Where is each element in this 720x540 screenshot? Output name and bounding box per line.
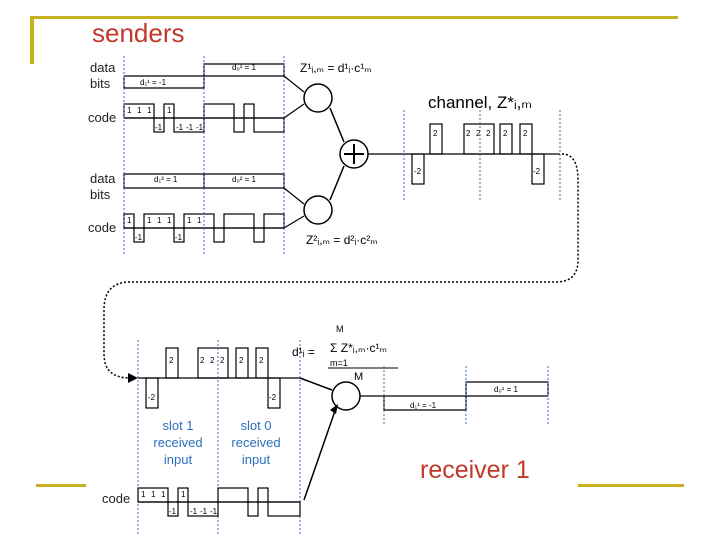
sender1-bit-high: d₀¹ = 1: [232, 63, 257, 72]
ch-top-0: 2: [433, 129, 438, 138]
senders-title: senders: [92, 18, 185, 48]
sender1-equation: Z¹ᵢ,ₘ = d¹ᵢ·c¹ₘ: [300, 61, 372, 75]
channel-slot-dividers: [403, 110, 561, 200]
rx-bot-1: -2: [269, 393, 277, 402]
slot0-label: slot 0 received input: [231, 418, 280, 467]
label-code-r: code: [102, 491, 130, 506]
sender2-bit-a: d₁² = 1: [154, 175, 178, 184]
s1-code-1: 1: [137, 106, 142, 115]
receiver-code-waveform: [137, 487, 301, 517]
slot1-line-2: input: [164, 452, 193, 467]
receiver-title: receiver 1: [420, 456, 530, 484]
receiver-output-waveform: [380, 381, 549, 411]
rx-top-3: 2: [220, 356, 225, 365]
label-bits-1: bits: [90, 76, 111, 91]
frame-top-bar: [30, 16, 678, 19]
rx-eq-lhs: d¹ᵢ =: [292, 345, 315, 359]
s2-code-6: 1: [187, 216, 192, 225]
receiver-code-labels: 1 1 1 -1 1 -1 -1 -1: [141, 490, 218, 516]
s2-code-5: -1: [175, 233, 183, 242]
s1-code-6: -1: [186, 123, 194, 132]
channel-waveform: [404, 123, 560, 185]
rx-top-2: 2: [210, 356, 215, 365]
rc-3: -1: [169, 507, 177, 516]
slot1-line-0: slot 1: [162, 418, 193, 433]
s1-code-7: -1: [196, 123, 204, 132]
s1-code-4: 1: [167, 106, 172, 115]
rx-top-5: 2: [259, 356, 264, 365]
label-code-2: code: [88, 220, 116, 235]
path-arrow-icon: [128, 373, 138, 383]
channel-label: channel, Z*ᵢ,ₘ: [428, 93, 532, 112]
s2-code-4: 1: [167, 216, 172, 225]
rc-6: -1: [200, 507, 208, 516]
rc-5: -1: [190, 507, 198, 516]
s1-code-5: -1: [176, 123, 184, 132]
rx-top-1: 2: [200, 356, 205, 365]
ch-bot-1: -2: [533, 167, 541, 176]
sender1-code-labels: 1 1 1 -1 1 -1 -1 -1: [127, 106, 204, 132]
slot0-line-1: received: [231, 435, 280, 450]
rx-eq-sum: Σ Z*ᵢ,ₘ·c¹ₘ: [330, 341, 387, 355]
slot1-line-1: received: [153, 435, 202, 450]
receiver-values: 2 2 2 2 2 2 -2 -2: [148, 356, 277, 402]
sender-slot-dividers: [123, 56, 285, 256]
ch-top-5: 2: [523, 129, 528, 138]
rc-1: 1: [151, 490, 156, 499]
s1-code-3: -1: [155, 123, 163, 132]
label-bits-2: bits: [90, 187, 111, 202]
channel-to-receiver-path: [103, 153, 579, 379]
frame-bottom-right: [578, 484, 684, 487]
sender2-multiplier: [283, 187, 333, 229]
adder-icon: [329, 107, 404, 201]
ch-top-4: 2: [503, 129, 508, 138]
receiver-waveform: [138, 347, 300, 409]
ch-top-2: 2: [476, 129, 481, 138]
s2-code-7: 1: [197, 216, 202, 225]
slot1-label: slot 1 received input: [153, 418, 202, 467]
label-code-1: code: [88, 110, 116, 125]
receiver-multiplier: [299, 377, 380, 501]
receiver-out-low: d₁¹ = -1: [410, 401, 437, 410]
ch-bot-0: -2: [414, 167, 422, 176]
sender1-bit-low: d₁¹ = -1: [140, 78, 167, 87]
rx-eq-idx: m=1: [330, 358, 348, 368]
s2-code-0: 1: [127, 216, 132, 225]
rx-eq-denom: M: [354, 371, 363, 383]
s1-code-0: 1: [127, 106, 132, 115]
receiver-out-high: d₀¹ = 1: [494, 385, 519, 394]
receiver-output-dividers: [383, 366, 549, 424]
rc-0: 1: [141, 490, 146, 499]
ch-top-3: 2: [486, 129, 491, 138]
sender2-code-labels: 1 -1 1 1 1 -1 1 1: [127, 216, 202, 242]
rc-2: 1: [161, 490, 166, 499]
ch-top-1: 2: [466, 129, 471, 138]
s2-code-3: 1: [157, 216, 162, 225]
label-data-1: data: [90, 60, 116, 75]
label-data-2: data: [90, 171, 116, 186]
sender1-code-waveform: [123, 103, 285, 133]
sender2-equation: Z²ᵢ,ₘ = d²ᵢ·c²ₘ: [306, 233, 378, 247]
rx-top-0: 2: [169, 356, 174, 365]
frame-bottom-left: [36, 484, 86, 487]
s2-code-2: 1: [147, 216, 152, 225]
rx-eq-top: M: [336, 324, 344, 334]
rc-4: 1: [181, 490, 186, 499]
s2-code-1: -1: [135, 233, 143, 242]
sender1-multiplier: [283, 75, 333, 119]
channel-values: 2 2 2 2 2 2 -2 -2: [414, 129, 541, 176]
receiver-equation: d¹ᵢ = M Σ Z*ᵢ,ₘ·c¹ₘ m=1 M: [292, 324, 398, 383]
rx-top-4: 2: [239, 356, 244, 365]
frame-left-bar: [30, 16, 34, 64]
receiver-slot-dividers: [137, 340, 301, 536]
s1-code-2: 1: [147, 106, 152, 115]
slot0-line-0: slot 0: [240, 418, 271, 433]
rx-bot-0: -2: [148, 393, 156, 402]
rc-7: -1: [210, 507, 218, 516]
sender2-bit-b: d₀² = 1: [232, 175, 257, 184]
slot0-line-2: input: [242, 452, 271, 467]
